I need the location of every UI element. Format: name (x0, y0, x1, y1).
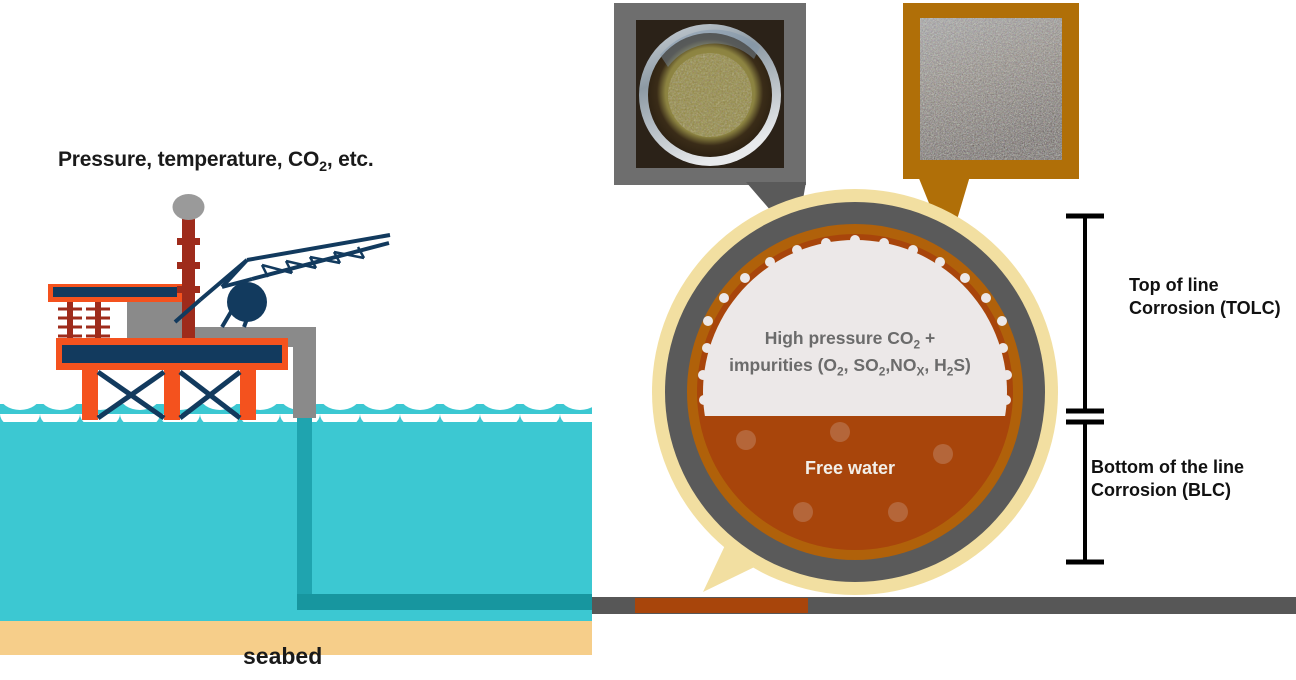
riser-underwater (297, 404, 312, 609)
seabed-layer (0, 621, 592, 655)
gas-line2-e: S) (953, 355, 971, 376)
platform-conditions-subscript: 2 (319, 159, 327, 176)
seabed-label: seabed (243, 643, 323, 669)
gas-composition-label: High pressure CO2 + impurities (O2, SO2,… (700, 326, 1000, 381)
derrick-crown (172, 194, 205, 220)
corrosion-scallops (698, 235, 1012, 405)
derrick-mast-collars (177, 238, 200, 293)
helideck-navy-surface (53, 287, 177, 297)
blc-label-line1: Bottom of the line (1091, 457, 1244, 477)
oil-platform (48, 194, 391, 421)
flowline-underwater (297, 594, 592, 610)
crane (173, 233, 391, 329)
gas-line1-b: + (920, 328, 936, 348)
tolc-bracket (1066, 213, 1104, 414)
platform-legs (82, 370, 256, 420)
tolc-label-line1: Top of line (1129, 275, 1219, 295)
gas-composition-line1: High pressure CO2 + (700, 326, 1000, 353)
gas-line2-c: ,NO (885, 355, 917, 376)
tolc-label: Top of line Corrosion (TOLC) (1129, 274, 1281, 320)
gas-line2-sub1: 2 (837, 364, 844, 379)
gas-line2-sub3: X (916, 364, 925, 379)
blc-label: Bottom of the line Corrosion (BLC) (1091, 456, 1244, 502)
measurement-brackets (1066, 213, 1104, 565)
tolc-label-line2: Corrosion (TOLC) (1129, 298, 1281, 319)
crane-pivot (227, 282, 267, 322)
blc-bracket (1066, 419, 1104, 565)
platform-conditions-label: Pressure, temperature, CO2, etc. (58, 148, 374, 175)
gas-line2-sub4: 2 (946, 364, 954, 379)
bore-blue-sheen (660, 29, 760, 68)
photo-inset-left (614, 3, 806, 240)
pipe-cross-section (652, 189, 1058, 595)
blc-label-line2: Corrosion (BLC) (1091, 480, 1231, 501)
platform-conditions-post: , etc. (326, 148, 374, 171)
platform-conditions-pre: Pressure, temperature, CO (58, 148, 320, 171)
gas-line2-sub2: 2 (878, 364, 886, 379)
gas-line1-sub: 2 (913, 337, 921, 352)
platform-cross-bracing (96, 369, 242, 421)
gas-line2-a: impurities (O (729, 355, 838, 376)
free-water-label: Free water (804, 458, 896, 478)
gas-line2-d: , H (924, 355, 947, 376)
gas-line1-a: High pressure CO (764, 328, 914, 348)
pipeline-corroded-segment (635, 598, 808, 613)
platform-gray-column (293, 330, 316, 418)
photo-inset-right (903, 3, 1079, 250)
water-bubbles (736, 422, 953, 522)
gas-composition-line2: impurities (O2, SO2,NOX, H2S) (700, 353, 1000, 380)
helideck-support-rungs (58, 307, 110, 338)
gas-jagged-edge (704, 241, 1006, 416)
main-deck-navy-band (62, 345, 282, 363)
sea-body (0, 418, 592, 621)
gas-line2-b: , SO (843, 355, 879, 376)
